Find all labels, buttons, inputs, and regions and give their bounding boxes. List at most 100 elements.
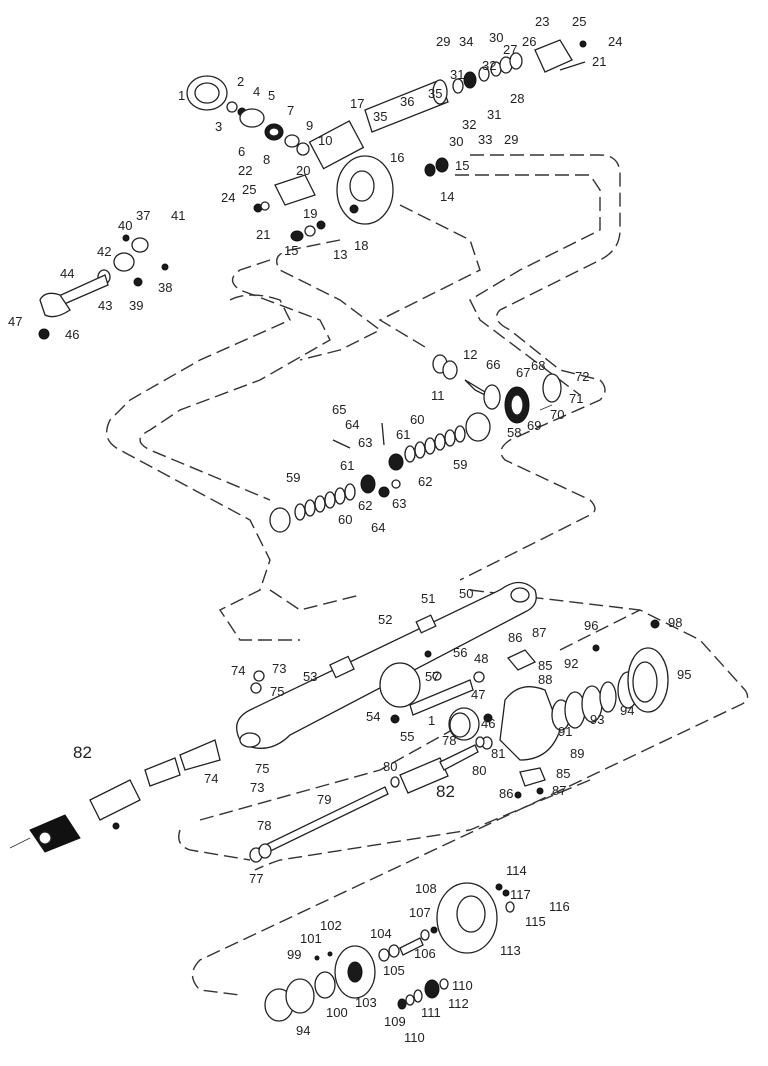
part-label-110: 110 (452, 978, 473, 993)
part-label-59: 59 (453, 457, 467, 472)
part-label-17: 17 (350, 96, 364, 111)
part-label-79: 79 (317, 792, 331, 807)
part-label-44: 44 (60, 266, 74, 281)
part-label-31: 31 (450, 67, 464, 82)
driveshaft-group (9, 736, 485, 863)
part-label-108: 108 (415, 881, 437, 896)
part-label-14: 14 (440, 189, 454, 204)
part-label-78: 78 (257, 818, 271, 833)
part-label-28: 28 (510, 91, 524, 106)
part-label-52: 52 (378, 612, 392, 627)
part-label-75: 75 (255, 761, 269, 776)
part-label-86: 86 (508, 630, 522, 645)
part-label-72: 72 (575, 369, 589, 384)
part-label-114: 114 (506, 863, 527, 878)
knuckle-hub-group (481, 619, 669, 799)
part-label-80: 80 (383, 759, 397, 774)
part-label-39: 39 (129, 298, 143, 313)
part-label-93: 93 (590, 712, 604, 727)
part-label-54: 54 (366, 709, 380, 724)
part-label-69: 69 (527, 418, 541, 433)
part-label-103: 103 (355, 995, 377, 1010)
part-label-32: 32 (462, 117, 476, 132)
part-label-75: 75 (270, 684, 284, 699)
part-label-60: 60 (338, 512, 352, 527)
part-label-10: 10 (318, 133, 332, 148)
part-label-25: 25 (242, 182, 256, 197)
part-label-42: 42 (97, 244, 111, 259)
part-label-19: 19 (303, 206, 317, 221)
part-label-66: 66 (486, 357, 500, 372)
part-label-2: 2 (237, 74, 244, 89)
part-label-80: 80 (472, 763, 486, 778)
part-label-56: 56 (453, 645, 467, 660)
part-label-12: 12 (463, 347, 477, 362)
part-label-89: 89 (570, 746, 584, 761)
part-label-35: 35 (373, 109, 387, 124)
part-label-86: 86 (499, 786, 513, 801)
differential-group (269, 422, 466, 533)
part-label-67: 67 (516, 365, 530, 380)
ring-pinion-group (432, 354, 562, 442)
part-label-22: 22 (238, 163, 252, 178)
part-label-51: 51 (421, 591, 435, 606)
part-label-20: 20 (296, 163, 310, 178)
part-label-33: 33 (478, 132, 492, 147)
part-label-99: 99 (287, 947, 301, 962)
part-label-85: 85 (556, 766, 570, 781)
part-label-58: 58 (507, 425, 521, 440)
part-label-104: 104 (370, 926, 392, 941)
part-label-64: 64 (345, 417, 359, 432)
part-label-18: 18 (354, 238, 368, 253)
part-label-21: 21 (592, 54, 606, 69)
part-label-74: 74 (231, 663, 245, 678)
part-label-37: 37 (136, 208, 150, 223)
part-label-78: 78 (442, 733, 456, 748)
part-label-111: 111 (421, 1005, 441, 1020)
part-label-47: 47 (8, 314, 22, 329)
part-label-91: 91 (558, 724, 572, 739)
part-label-63: 63 (358, 435, 372, 450)
part-label-82: 82 (73, 743, 92, 762)
part-label-116: 116 (549, 899, 570, 914)
part-label-23: 23 (535, 14, 549, 29)
part-label-36: 36 (400, 94, 414, 109)
part-label-61: 61 (340, 458, 354, 473)
part-label-24: 24 (221, 190, 235, 205)
part-label-13: 13 (333, 247, 347, 262)
part-label-48: 48 (474, 651, 488, 666)
part-label-70: 70 (550, 407, 564, 422)
part-label-113: 113 (500, 943, 521, 958)
part-label-55: 55 (400, 729, 414, 744)
part-label-102: 102 (320, 918, 342, 933)
part-label-5: 5 (268, 88, 275, 103)
part-label-62: 62 (358, 498, 372, 513)
assembly-dash-lines (106, 154, 749, 996)
part-label-98: 98 (668, 615, 682, 630)
clutch-discs-left (294, 483, 356, 521)
part-label-27: 27 (503, 42, 517, 57)
part-label-43: 43 (98, 298, 112, 313)
part-label-11: 11 (431, 388, 445, 403)
part-label-40: 40 (118, 218, 132, 233)
part-label-41: 41 (171, 208, 185, 223)
part-label-8: 8 (263, 152, 270, 167)
axle-housing-group (236, 581, 537, 749)
part-label-21: 21 (256, 227, 270, 242)
part-label-74: 74 (204, 771, 218, 786)
part-label-92: 92 (564, 656, 578, 671)
part-label-30: 30 (449, 134, 463, 149)
part-label-16: 16 (390, 150, 404, 165)
part-label-105: 105 (383, 963, 405, 978)
part-label-62: 62 (418, 474, 432, 489)
part-label-65: 65 (332, 402, 346, 417)
part-label-57: 57 (425, 669, 439, 684)
part-label-61: 61 (396, 427, 410, 442)
part-label-73: 73 (250, 780, 264, 795)
part-label-73: 73 (272, 661, 286, 676)
part-label-9: 9 (306, 118, 313, 133)
part-label-46: 46 (65, 327, 79, 342)
part-label-7: 7 (287, 103, 294, 118)
part-label-64: 64 (371, 520, 385, 535)
part-label-88: 88 (538, 672, 552, 687)
